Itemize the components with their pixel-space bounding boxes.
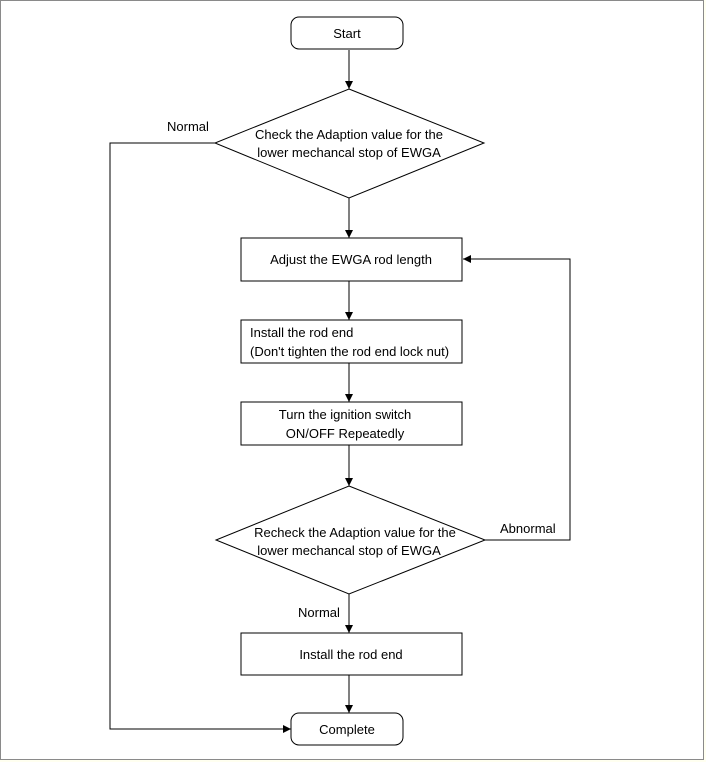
check-label-line2: lower mechancal stop of EWGA (257, 145, 441, 160)
check-decision: Check the Adaption value for the lower m… (213, 88, 486, 199)
edge-label-recheck-normal: Normal (298, 605, 340, 620)
edge-label-recheck-abnormal: Abnormal (500, 521, 556, 536)
install-loose-process: Install the rod end (Don't tighten the r… (240, 319, 463, 364)
recheck-label-line1: Recheck the Adaption value for the (254, 525, 456, 540)
edge-label-check-normal: Normal (167, 119, 209, 134)
install-final-process: Install the rod end (240, 632, 463, 676)
check-label-line1: Check the Adaption value for the (255, 127, 443, 142)
install-final-label: Install the rod end (299, 647, 402, 662)
ignition-label-line1: Turn the ignition switch (279, 407, 411, 422)
recheck-decision: Recheck the Adaption value for the lower… (214, 485, 487, 595)
adjust-process: Adjust the EWGA rod length (240, 237, 463, 282)
connectors (109, 50, 571, 733)
complete-node: Complete (290, 712, 404, 746)
adjust-label: Adjust the EWGA rod length (270, 252, 432, 267)
ignition-label-line2: ON/OFF Repeatedly (286, 426, 405, 441)
install-loose-label-line1: Install the rod end (250, 325, 353, 340)
arrow-check-normal-to-complete (109, 142, 291, 733)
start-node: Start (290, 16, 404, 50)
ignition-process: Turn the ignition switch ON/OFF Repeated… (240, 401, 463, 446)
complete-label: Complete (319, 722, 375, 737)
install-loose-label-line2: (Don't tighten the rod end lock nut) (250, 344, 449, 359)
start-label: Start (333, 26, 361, 41)
recheck-label-line2: lower mechancal stop of EWGA (257, 543, 441, 558)
arrow-recheck-abnormal-to-adjust (463, 255, 571, 541)
